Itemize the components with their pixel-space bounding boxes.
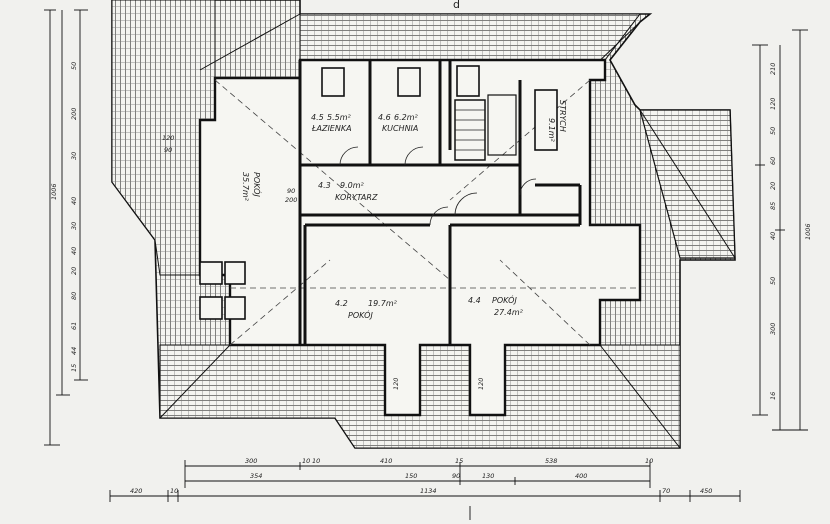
room-area-lazienka: 5.5m² (327, 113, 352, 122)
left-dim-label: 15 (70, 364, 78, 372)
bottom-dim-row1: 15 (455, 457, 463, 465)
right-dimension-labels: 210 120 50 60 20 85 40 50 300 16 1006 (769, 63, 812, 400)
bottom-dim-row3: 70 (662, 487, 670, 495)
roof-top-band (299, 13, 642, 61)
room-name-kuchnia: KUCHNIA (382, 124, 418, 133)
chimney-5 (199, 296, 223, 320)
room-code-pokoj-right: 4.4 (468, 296, 481, 305)
right-dim-label: 120 (769, 98, 777, 110)
door-swings (339, 146, 537, 226)
bottom-dim-row2: 354 (250, 472, 262, 480)
bottom-dim-row3: 1134 (420, 487, 437, 495)
right-dimensions (752, 29, 808, 431)
room-name-korytarz: KORYTARZ (335, 193, 378, 202)
room-area-strych: 9.1m² (547, 118, 556, 143)
room-code-kuchnia: 4.6 (378, 113, 391, 122)
hip-line-4 (499, 259, 591, 346)
chimney-6 (224, 261, 246, 285)
chimney-7 (224, 296, 246, 320)
walls (298, 60, 582, 345)
left-dimensions (44, 9, 88, 446)
room-area-pokoj-center: 19.7m² (368, 299, 398, 308)
left-dim-label: 200 (70, 108, 78, 120)
right-dim-label: 16 (769, 392, 777, 400)
top-marker: d (453, 0, 460, 11)
right-dim-label: 20 (769, 182, 777, 190)
left-dim-label: 30 (70, 152, 78, 160)
bottom-dimensions (109, 460, 741, 520)
left-dim-label: 61 (70, 322, 78, 330)
room-area-pokoj-left: 35.7m² (241, 172, 250, 202)
right-dim-label: 85 (769, 202, 777, 210)
room-name-pokoj-right: POKÓJ (492, 294, 517, 305)
room-area-korytarz: 9.0m² (340, 181, 365, 190)
left-dim-total: 1006 (50, 183, 58, 200)
door-mark-left-2: 200 (285, 196, 297, 204)
left-dim-label: 40 (70, 247, 78, 255)
room-code-lazienka: 4.5 (311, 113, 324, 122)
room-name-pokoj-center: POKÓJ (348, 309, 373, 320)
bottom-dim-row2: 130 (482, 472, 494, 480)
bottom-dim-row1: 10 (312, 457, 320, 465)
room-code-korytarz: 4.3 (318, 181, 331, 190)
bottom-dim-row2: 150 (405, 472, 417, 480)
room-area-pokoj-right: 27.4m² (494, 308, 524, 317)
chimney-4 (199, 261, 223, 285)
window-mark-upper-left: 120 (162, 134, 174, 142)
interior (198, 58, 642, 417)
chimney-8 (534, 89, 558, 151)
left-dimension-labels: 50 200 30 40 30 40 20 80 61 44 15 1006 (50, 62, 78, 372)
right-dim-label: 60 (769, 157, 777, 165)
staircase (454, 94, 517, 161)
roof-ridge-1 (199, 13, 301, 71)
bottom-dim-row3: 10 (170, 487, 178, 495)
room-area-kuchnia: 6.2m² (394, 113, 419, 122)
chimneys (199, 65, 558, 320)
bottom-dim-row2: 400 (575, 472, 587, 480)
left-dim-label: 44 (70, 347, 78, 355)
room-name-lazienka: ŁAZIENKA (311, 124, 352, 133)
bottom-dim-row1: 10 (302, 457, 310, 465)
bottom-dim-row1: 10 (645, 457, 653, 465)
room-name-strych: STRYCH (558, 100, 567, 132)
left-dim-label: 20 (70, 267, 78, 275)
bottom-dim-row1: 538 (545, 457, 557, 465)
bottom-dim-row3: 420 (130, 487, 142, 495)
roof-ridge-4 (599, 344, 681, 449)
window-mark-bottom-left: 120 (392, 378, 400, 390)
left-dim-label: 80 (70, 292, 78, 300)
left-dim-label: 50 (70, 62, 78, 70)
bottom-dim-row3: 450 (700, 487, 712, 495)
hip-line-1 (214, 79, 451, 281)
chimney-1 (321, 67, 345, 97)
right-dim-label: 300 (769, 323, 777, 335)
right-dim-label: 40 (769, 232, 777, 240)
window-mark-upper-left-2: 90 (164, 146, 172, 154)
left-dim-label: 30 (70, 222, 78, 230)
left-dim-label: 40 (70, 197, 78, 205)
right-dim-label: 50 (769, 127, 777, 135)
door-mark-left: 90 (287, 187, 295, 195)
right-dim-label: 210 (769, 63, 777, 75)
bottom-dim-row1: 410 (380, 457, 392, 465)
bottom-dim-row1: 300 (245, 457, 257, 465)
chimney-2 (397, 67, 421, 97)
hip-line-3 (229, 259, 331, 346)
bottom-dim-row2: 90 (452, 472, 460, 480)
chimney-3 (456, 65, 480, 97)
right-dim-total: 1006 (804, 223, 812, 240)
room-name-pokoj-left: POKÓJ (252, 172, 263, 197)
room-labels: 4.5 5.5m² ŁAZIENKA 4.6 6.2m² KUCHNIA STR… (162, 100, 567, 390)
roof-ridge-3 (159, 344, 231, 419)
room-code-pokoj-center: 4.2 (335, 299, 348, 308)
right-dim-label: 50 (769, 277, 777, 285)
roof-ridge-5 (639, 109, 736, 259)
window-mark-bottom-right: 120 (477, 378, 485, 390)
